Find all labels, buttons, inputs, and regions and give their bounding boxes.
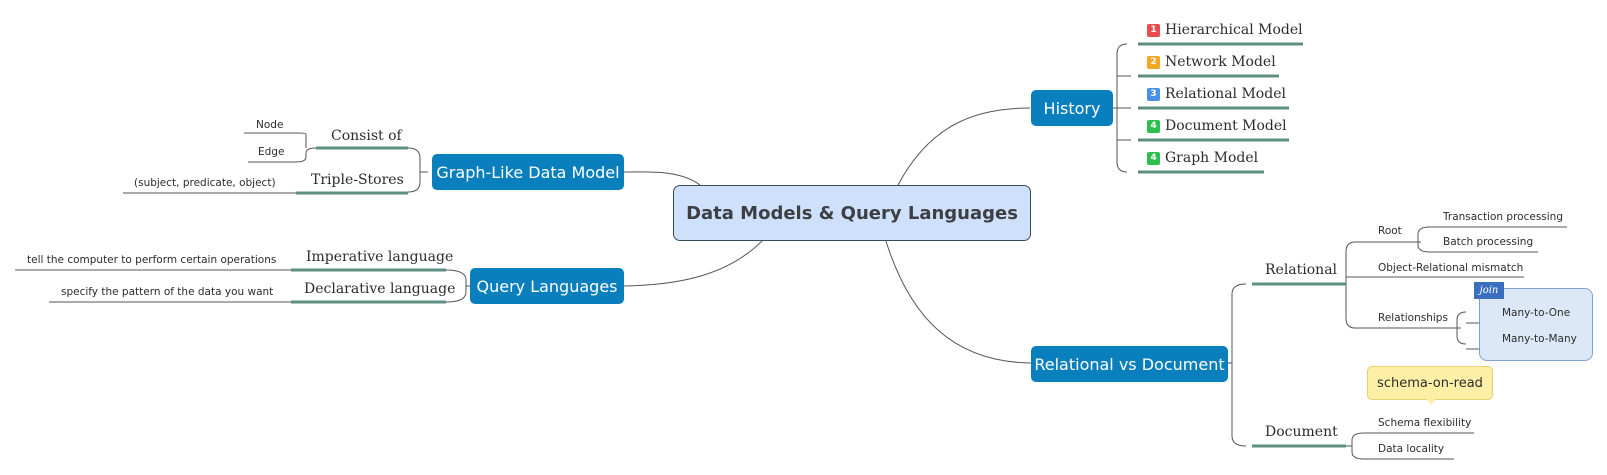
join-boundary-tag: join <box>1474 282 1504 299</box>
history-item-hierarchical[interactable]: 1 Hierarchical Model <box>1147 22 1303 38</box>
history-item-graph[interactable]: 4 Graph Model <box>1147 150 1258 166</box>
many-to-one-leaf[interactable]: Many-to-One <box>1502 307 1571 319</box>
node-leaf[interactable]: Node <box>256 119 284 131</box>
link-history <box>897 107 1031 186</box>
priority-4-icon: 4 <box>1147 120 1160 133</box>
relational-branch[interactable]: Relational <box>1265 262 1338 278</box>
batch-processing-leaf[interactable]: Batch processing <box>1443 236 1534 248</box>
query-languages-topic-title: Query Languages <box>476 276 618 296</box>
many-to-many-leaf[interactable]: Many-to-Many <box>1502 333 1577 345</box>
central-topic-title: Data Models & Query Languages <box>686 202 1018 224</box>
history-item-label: Document Model <box>1165 118 1287 134</box>
priority-3-icon: 3 <box>1147 88 1160 101</box>
consist-of-branch[interactable]: Consist of <box>331 128 402 144</box>
relational-vs-document-topic[interactable]: Relational vs Document <box>1031 346 1228 382</box>
join-boundary[interactable] <box>1479 288 1593 361</box>
link-graph-model <box>623 171 701 186</box>
link-relational-vs-document <box>884 237 1032 364</box>
history-item-label: Graph Model <box>1165 150 1259 166</box>
imperative-detail[interactable]: tell the computer to perform certain ope… <box>27 254 277 266</box>
history-item-label: Relational Model <box>1165 86 1286 102</box>
declarative-branch[interactable]: Declarative language <box>304 281 456 297</box>
triple-stores-branch[interactable]: Triple-Stores <box>311 172 404 188</box>
query-languages-topic[interactable]: Query Languages <box>470 268 624 304</box>
relationships-branch[interactable]: Relationships <box>1378 312 1448 324</box>
history-item-network[interactable]: 2 Network Model <box>1147 54 1276 70</box>
history-topic[interactable]: History <box>1031 90 1113 126</box>
graph-model-topic-title: Graph-Like Data Model <box>436 162 620 182</box>
central-topic[interactable]: Data Models & Query Languages <box>673 185 1031 241</box>
imperative-branch[interactable]: Imperative language <box>306 249 454 265</box>
declarative-detail[interactable]: specify the pattern of the data you want <box>61 286 274 298</box>
callout-tail <box>1425 397 1437 405</box>
triple-leaf[interactable]: (subject, predicate, object) <box>134 177 276 189</box>
data-locality-leaf[interactable]: Data locality <box>1378 443 1445 455</box>
history-item-label: Hierarchical Model <box>1165 22 1303 38</box>
graph-model-topic[interactable]: Graph-Like Data Model <box>432 154 624 190</box>
schema-on-read-callout[interactable]: schema-on-read <box>1367 366 1493 400</box>
history-topic-title: History <box>1043 98 1101 118</box>
schema-flexibility-leaf[interactable]: Schema flexibility <box>1378 417 1472 429</box>
root-branch[interactable]: Root <box>1378 225 1402 237</box>
history-item-relational[interactable]: 3 Relational Model <box>1147 86 1286 102</box>
transaction-processing-leaf[interactable]: Transaction processing <box>1443 211 1563 223</box>
document-branch[interactable]: Document <box>1265 424 1338 440</box>
priority-4-icon: 4 <box>1147 152 1160 165</box>
history-item-label: Network Model <box>1165 54 1276 70</box>
history-item-document[interactable]: 4 Document Model <box>1147 118 1287 134</box>
mismatch-leaf[interactable]: Object-Relational mismatch <box>1378 262 1524 274</box>
priority-1-icon: 1 <box>1147 24 1160 37</box>
edge-leaf[interactable]: Edge <box>258 146 285 158</box>
priority-2-icon: 2 <box>1147 56 1160 69</box>
link-query-languages <box>623 237 766 287</box>
relational-vs-document-topic-title: Relational vs Document <box>1034 354 1225 374</box>
